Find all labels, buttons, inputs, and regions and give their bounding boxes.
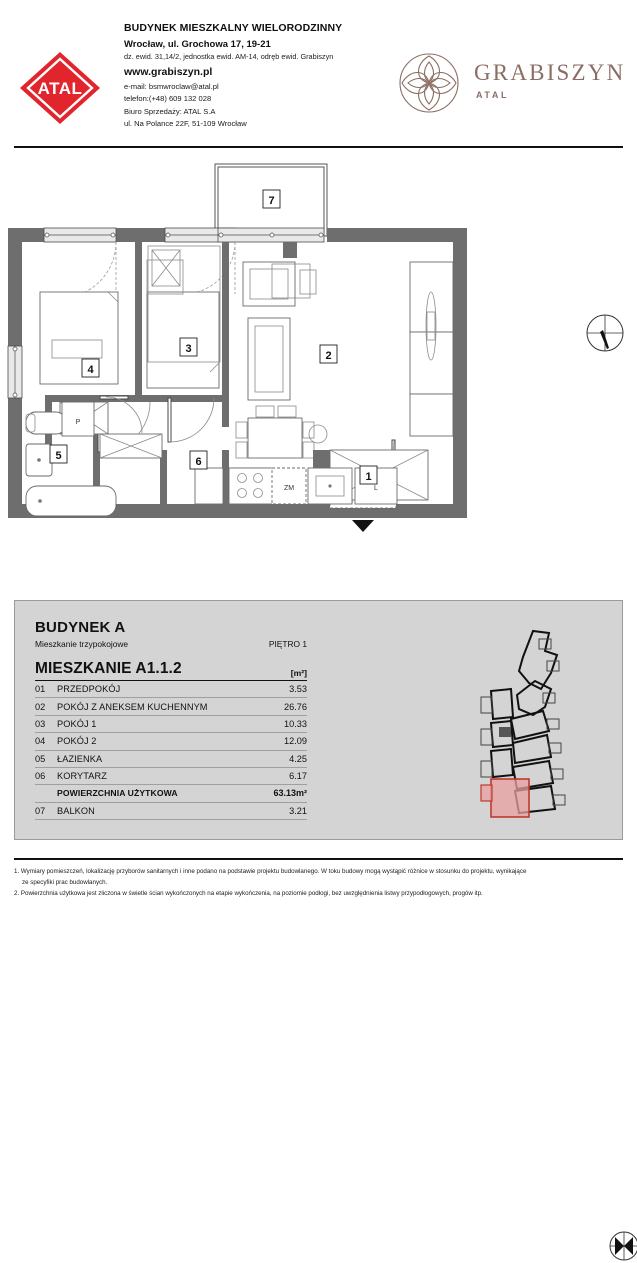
header-text-block: BUDYNEK MIESZKALNY WIELORODZINNY Wrocław… [124,22,394,130]
compass-rose-icon [586,314,624,352]
room-number: 05 [35,750,57,768]
room-number: 01 [35,681,57,699]
table-row: 02 POKÓJ Z ANEKSEM KUCHENNYM 26.76 [35,697,307,716]
total-area-label: POWIERZCHNIA UŻYTKOWA [57,784,262,803]
table-row: 05 ŁAZIENKA 4.25 [35,750,307,768]
room-label-2: 2 [319,344,338,364]
svg-text:6: 6 [195,456,201,468]
contact-email[interactable]: e-mail: bsmwroclaw@atal.pl [124,82,219,91]
room-area-table: 01 PRZEDPOKÓJ 3.53 02 POKÓJ Z ANEKSEM KU… [35,681,307,821]
project-title: BUDYNEK MIESZKALNY WIELORODZINNY [124,22,343,34]
apartment-details: BUDYNEK A Mieszkanie trzypokojowe PIĘTRO… [35,619,307,821]
project-parcel-info: dz. ewid. 31,14/2, jednostka ewid. AM-14… [124,52,334,61]
svg-text:2: 2 [325,350,331,362]
furniture-kitchen: ZM L [194,467,398,505]
footnote-2: 2. Powierzchnia użytkowa jest zliczona w… [14,890,483,898]
room-label-1: 1 [359,465,378,485]
room-area: 10.33 [261,715,307,734]
window-bedroom2 [43,227,117,243]
sales-office-address: ul. Na Polance 22F, 51-109 Wrocław [124,118,247,128]
room-number: 07 [35,802,57,821]
grabiszyn-logo: GRABISZYN ATAL [398,52,623,116]
room-number: 04 [35,732,57,751]
sales-office: Biuro Sprzedaży: ATAL S.A [124,106,216,116]
atal-diamond-shape: ATAL [20,52,100,124]
furniture-bedroom1 [146,245,221,389]
room-number: 02 [35,697,57,716]
footer-divider [14,858,623,860]
room-name: POKÓJ Z ANEKSEM KUCHENNYM [57,697,262,716]
room-name: POKÓJ 2 [57,732,262,751]
table-row-total: POWIERZCHNIA UŻYTKOWA 63.13m² [35,784,307,803]
room-number: 03 [35,715,57,734]
floor-label: PIĘTRO 1 [268,639,307,649]
appliance-label-p: P [76,419,81,426]
table-row: 04 POKÓJ 2 12.09 [35,732,307,751]
balcony-door [217,227,325,243]
appliance-label-l: L [374,485,378,492]
building-key-plan [480,629,566,818]
compass-rose-keyplan-icon [609,1231,637,1261]
keyplan-current-apartment [480,778,530,818]
apartment-info-panel: BUDYNEK A Mieszkanie trzypokojowe PIĘTRO… [14,600,637,1261]
atal-logo: ATAL [18,50,102,126]
svg-text:3: 3 [185,343,191,355]
area-unit-header: [m²] [290,668,307,678]
appliance-label-zm: ZM [284,485,294,492]
total-area-value: 63.13m² [261,784,307,803]
furniture-bathroom: P [25,401,117,517]
room-area: 3.21 [261,802,307,821]
door-bedroom2 [99,395,143,434]
footer-notes: 1. Wymiary pomieszczeń, lokalizację przy… [14,866,626,897]
room-label-4: 4 [81,358,100,378]
building-label: BUDYNEK A [35,619,126,636]
header-divider [14,146,623,148]
room-name: POKÓJ 1 [57,715,262,734]
grabiszyn-wordmark: GRABISZYN [474,60,626,85]
furniture-hall-closet [99,433,163,459]
grabiszyn-sub-wordmark: ATAL [476,90,510,100]
floor-plan: .wall { fill:#6e6e6e; } .thin { fill:non… [0,150,637,590]
room-area: 12.09 [261,732,307,751]
grabiszyn-ornament-icon [399,53,459,113]
window-left-wall [7,345,23,399]
room-name: ŁAZIENKA [57,750,262,768]
project-address: Wrocław, ul. Grochowa 17, 19-21 [124,39,271,50]
document-header: ATAL BUDYNEK MIESZKALNY WIELORODZINNY Wr… [0,0,637,148]
table-row: 01 PRZEDPOKÓJ 3.53 [35,681,307,699]
footnote-1-cont: ze specyfiki prac budowlanych. [22,879,108,887]
room-name: PRZEDPOKÓJ [57,681,262,699]
entrance-arrow-icon [352,520,374,532]
room-label-6: 6 [189,450,208,470]
table-row: 03 POKÓJ 1 10.33 [35,715,307,734]
room-name: KORYTARZ [57,767,262,786]
room-area: 4.25 [261,750,307,768]
website-link[interactable]: www.grabiszyn.pl [124,66,213,78]
furniture-living-room [235,261,454,501]
room-area: 26.76 [261,697,307,716]
table-row: 06 KORYTARZ 6.17 [35,767,307,786]
apartment-number: MIESZKANIE A1.1.2 [35,660,182,677]
svg-text:5: 5 [55,450,61,462]
atal-logo-text: ATAL [38,79,83,98]
room-area: 3.53 [261,681,307,699]
footnote-1: 1. Wymiary pomieszczeń, lokalizację przy… [14,868,527,875]
apartment-type: Mieszkanie trzypokojowe [35,639,129,649]
room-area: 6.17 [261,767,307,786]
svg-text:4: 4 [87,364,94,376]
room-name: BALKON [57,802,262,821]
floor-plan-drawing: .wall { fill:#6e6e6e; } .thin { fill:non… [7,163,467,532]
door-bedroom1 [167,397,215,443]
room-label-3: 3 [179,337,198,357]
room-label-7: 7 [262,189,281,209]
contact-phone[interactable]: telefon:(+48) 609 132 028 [124,94,212,104]
svg-text:7: 7 [268,195,274,207]
room-number: 06 [35,767,57,786]
room-label-5: 5 [49,444,68,464]
svg-text:1: 1 [365,471,371,483]
table-row: 07 BALKON 3.21 [35,802,307,821]
